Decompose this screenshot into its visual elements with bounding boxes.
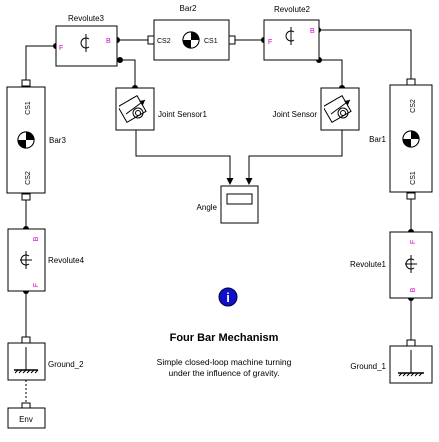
ground-hatch-icon (398, 372, 423, 377)
body-cog-icon (182, 31, 200, 49)
revolute2-port-b: B (310, 28, 315, 35)
revolute1-label: Revolute1 (350, 260, 387, 269)
joint-sensor1-block[interactable]: Joint Sensor1 (115, 87, 207, 131)
bar3-port-bottom (21, 193, 31, 201)
ground1-label: Ground_1 (350, 362, 386, 371)
joint-sensor-block[interactable]: Joint Sensor (273, 87, 360, 131)
model-description-line2: under the influence of gravity. (169, 368, 280, 378)
bar1-cs2-label: CS2 (410, 99, 417, 113)
info-icon[interactable]: i (218, 287, 238, 307)
env-port (21, 402, 31, 409)
wire-jointsensor1-angle (135, 130, 234, 185)
wire-revolute2-bar1 (318, 29, 412, 80)
revolute1-port-b: B (410, 287, 417, 292)
angle-label: Angle (197, 203, 218, 212)
bar2-port-left (147, 35, 155, 45)
revolute4-port-f: F (33, 283, 40, 287)
wires (25, 29, 412, 406)
bar1-cs1-label: CS1 (410, 171, 417, 185)
revolute2-block[interactable]: Revolute2 F B (263, 5, 320, 61)
bar3-block[interactable]: CS1 CS2 Bar3 (6, 79, 66, 201)
angle-block[interactable]: Angle (197, 185, 259, 224)
bar1-label: Bar1 (369, 135, 386, 144)
wire-revolute3-bar3 (25, 45, 56, 82)
bar2-block[interactable]: Bar2 CS2 CS1 (147, 4, 236, 61)
svg-text:i: i (226, 290, 230, 305)
model-description-line1: Simple closed-loop machine turning (157, 357, 292, 367)
body-cog-icon (402, 130, 420, 148)
bar1-block[interactable]: CS2 CS1 Bar1 (369, 78, 433, 200)
bar3-cs1-label: CS1 (25, 101, 32, 115)
bar3-port-top (21, 79, 31, 87)
bar2-port-right (228, 35, 236, 45)
bar2-cs1-label: CS1 (204, 38, 218, 45)
revolute3-label: Revolute3 (68, 14, 105, 23)
bar2-label: Bar2 (180, 4, 197, 13)
bar1-port-top (406, 78, 416, 86)
wire-jointsensor-angle (245, 130, 343, 185)
bar3-cs2-label: CS2 (25, 171, 32, 185)
joint-sensor1-label: Joint Sensor1 (158, 110, 207, 119)
ground1-block[interactable]: Ground_1 (350, 339, 433, 384)
model-title: Four Bar Mechanism (170, 332, 279, 344)
revolute2-label: Revolute2 (274, 5, 311, 14)
bar2-cs2-label: CS2 (157, 38, 171, 45)
ground2-port (21, 336, 31, 344)
body-cog-icon (17, 131, 35, 149)
revolute1-block[interactable]: F B Revolute1 (350, 231, 433, 299)
revolute1-port-f: F (410, 240, 417, 244)
ground1-port (406, 339, 416, 347)
wire-revolute2-jointsensor (319, 59, 343, 88)
bar1-port-bottom (406, 192, 416, 200)
revolute4-block[interactable]: B F Revolute4 (7, 228, 85, 292)
revolute3-port-b: B (106, 38, 111, 45)
scope-screen-icon (226, 193, 253, 205)
connection-dot (117, 57, 123, 63)
revolute4-label: Revolute4 (48, 256, 85, 265)
ground2-block[interactable]: Ground_2 (7, 336, 84, 381)
ground2-label: Ground_2 (48, 360, 84, 369)
revolute3-port-f: F (59, 45, 63, 52)
env-label: Env (19, 415, 33, 424)
revolute3-block[interactable]: Revolute3 F B (55, 14, 118, 67)
revolute4-port-b: B (33, 236, 40, 241)
revolute2-port-f: F (268, 39, 272, 46)
wire-revolute3-jointsensor1 (120, 59, 136, 88)
ground-hatch-icon (14, 369, 39, 374)
joint-sensor-label: Joint Sensor (273, 110, 318, 119)
bar3-label: Bar3 (49, 136, 66, 145)
env-block[interactable]: Env (7, 402, 46, 429)
